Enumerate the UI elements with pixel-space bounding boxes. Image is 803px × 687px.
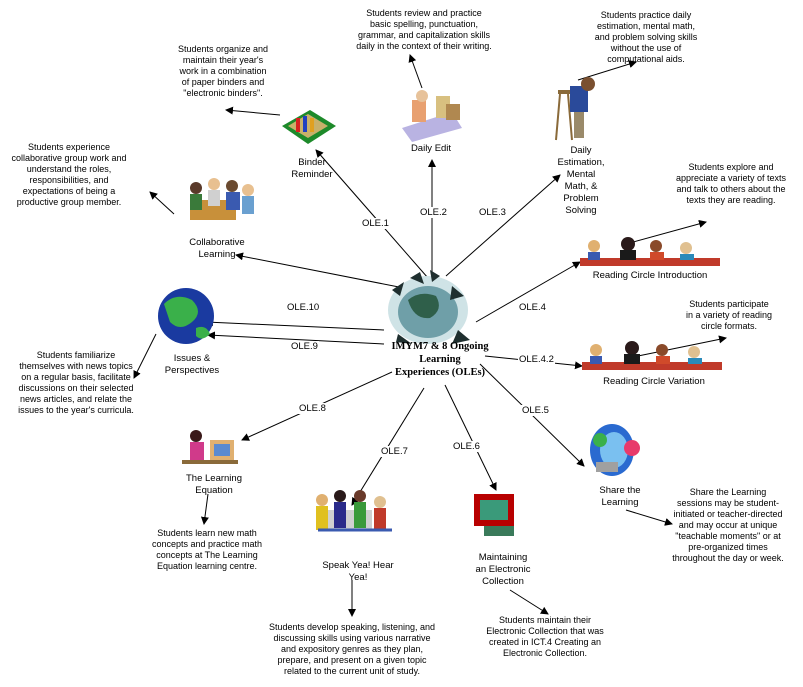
link-reading-intro — [475, 261, 581, 323]
link-collab-desc — [149, 191, 175, 215]
ole-code-estimation: OLE.3 — [478, 207, 507, 218]
link-binder — [315, 149, 429, 279]
ole-code-issues: OLE.9 — [290, 341, 319, 352]
reading-intro-label: Reading Circle Introduction — [592, 270, 708, 281]
link-share-desc — [625, 509, 673, 526]
reading-circle-intro-icon — [580, 237, 720, 266]
ole-code-daily-edit: OLE.2 — [419, 207, 448, 218]
estimation-description: Students practice daily estimation, ment… — [594, 10, 698, 64]
link-edit-desc — [408, 54, 423, 89]
electronic-description: Students maintain their Electronic Colle… — [486, 615, 604, 658]
ole-code-speak: OLE.7 — [380, 446, 409, 457]
link-rvar-desc — [637, 335, 727, 357]
speaking-group-icon — [316, 490, 392, 532]
speak-label: Speak Yea! Hear Yea! — [322, 560, 394, 583]
link-estimation — [445, 174, 561, 277]
computer-icon — [474, 494, 514, 536]
reading-var-label: Reading Circle Variation — [603, 376, 705, 387]
link-electronic — [444, 384, 497, 491]
share-description: Share the Learning sessions may be stude… — [672, 487, 784, 563]
collab-label: Collaborative Learning — [189, 237, 245, 260]
ole-code-electronic: OLE.6 — [452, 441, 481, 452]
collab-description: Students experience collaborative group … — [11, 142, 127, 207]
reading-var-description: Students participate in a variety of rea… — [685, 299, 773, 331]
equation-label: The Learning Equation — [186, 473, 242, 496]
estimation-label: Daily Estimation, Mental Math, & Problem… — [557, 145, 605, 216]
ole-code-share: OLE.5 — [521, 405, 550, 416]
learning-equation-icon — [182, 430, 238, 464]
ole-code-equation: OLE.8 — [298, 403, 327, 414]
binder-label: Binder Reminder — [291, 157, 333, 180]
reading-circle-variation-icon — [582, 341, 722, 370]
daily-edit-label: Daily Edit — [410, 143, 452, 154]
reading-intro-description: Students explore and appreciate a variet… — [675, 162, 787, 205]
collaborative-group-icon — [190, 178, 254, 220]
ole-code-reading-intro: OLE.4 — [518, 302, 547, 313]
electronic-label: Maintaining an Electronic Collection — [475, 552, 531, 587]
center-title: IMYM7 & 8 Ongoing Learning Experiences (… — [391, 341, 489, 378]
link-issues-desc — [133, 333, 157, 379]
issues-label: Issues & Perspectives — [164, 353, 220, 376]
link-rintro-desc — [625, 219, 707, 245]
link-issues-2 — [207, 331, 385, 345]
link-issues — [205, 318, 385, 331]
link-electronic-desc — [509, 589, 549, 615]
globe-hub-icon — [388, 270, 470, 344]
issues-description: Students familiarize themselves with new… — [18, 350, 134, 415]
ole-code-reading-var: OLE.4.2 — [518, 354, 555, 365]
link-est-desc — [577, 60, 637, 81]
binder-icon — [282, 110, 336, 144]
link-collab — [235, 252, 405, 289]
equation-description: Students learn new math concepts and pra… — [151, 528, 263, 571]
ole-code-collab: OLE.10 — [286, 302, 321, 313]
world-globe-icon — [158, 288, 214, 344]
share-learning-icon — [590, 424, 640, 476]
link-binder-desc — [225, 106, 281, 116]
binder-description: Students organize and maintain their yea… — [177, 44, 269, 98]
thinker-icon — [555, 77, 595, 141]
share-label: Share the Learning — [599, 485, 641, 508]
ole-code-binder: OLE.1 — [361, 218, 390, 229]
link-equation-desc — [200, 493, 209, 525]
daily-edit-description: Students review and practice basic spell… — [356, 8, 492, 51]
daily-edit-icon — [402, 90, 462, 142]
speak-description: Students develop speaking, listening, an… — [268, 622, 436, 676]
